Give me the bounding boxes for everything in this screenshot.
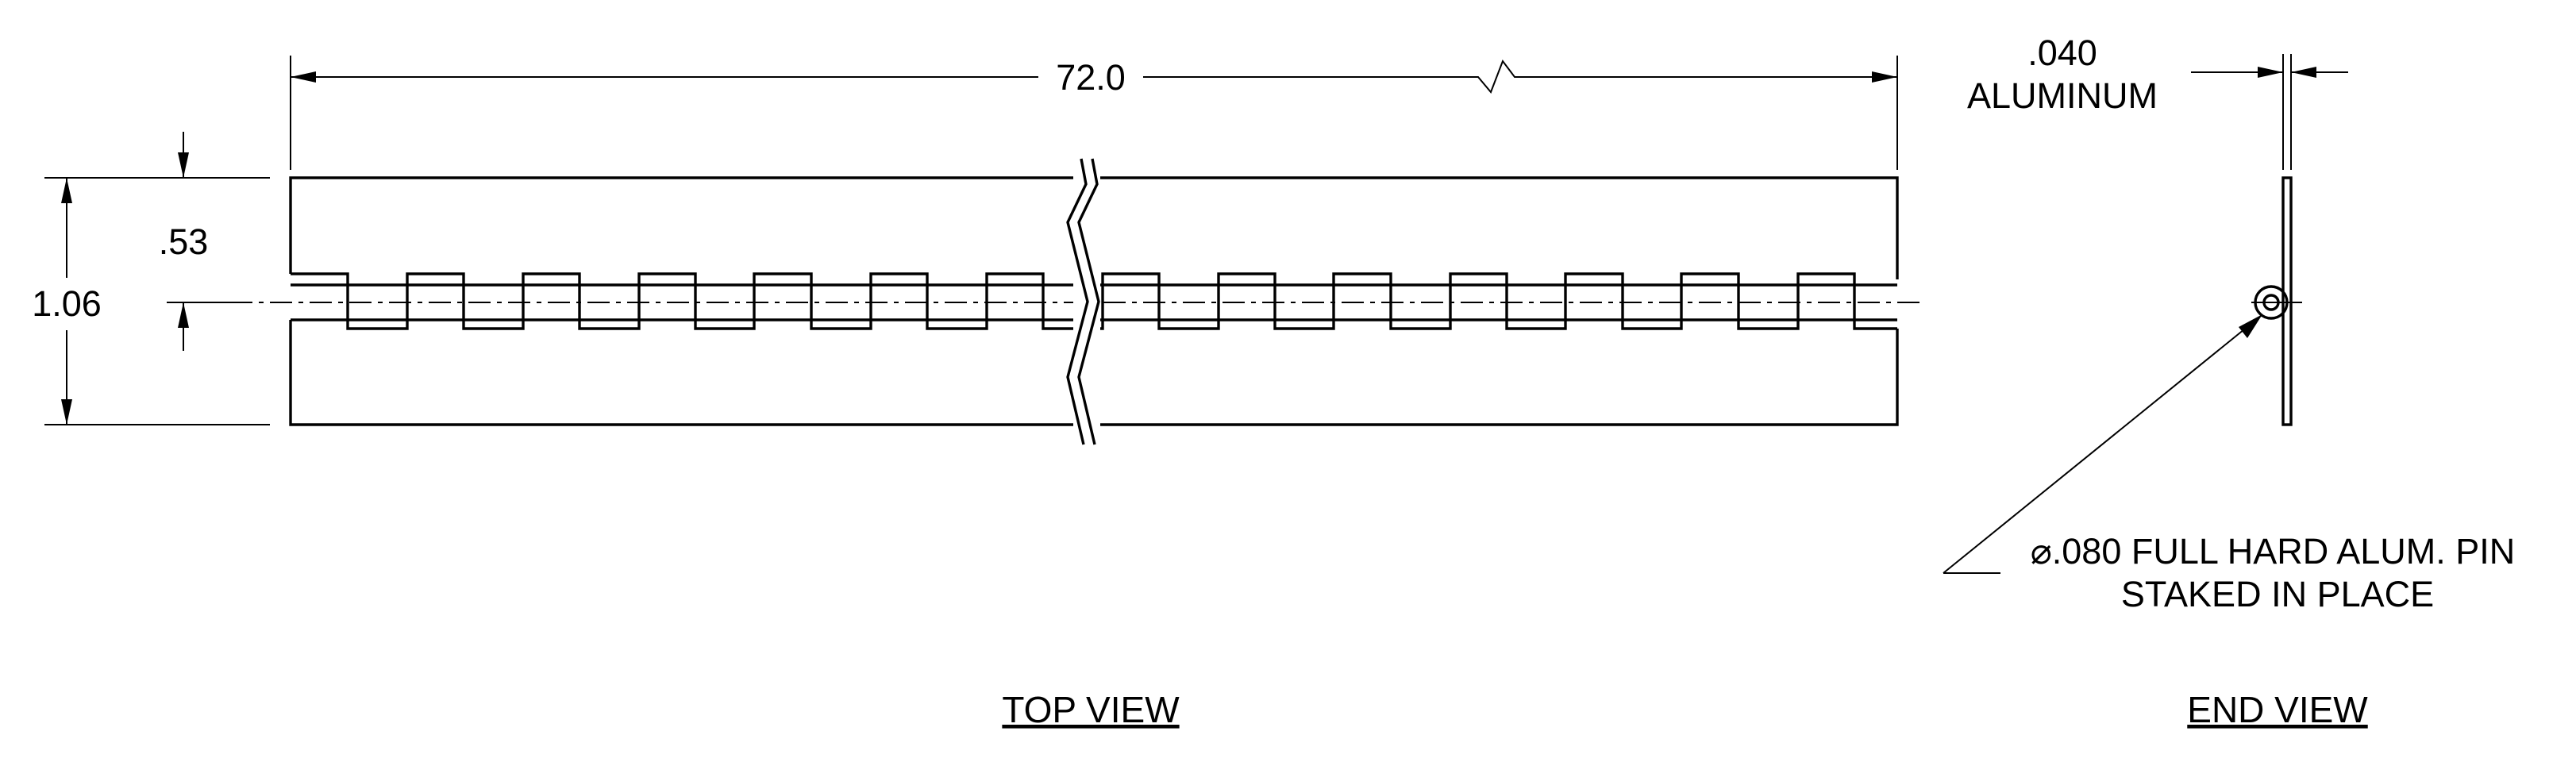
break-line-left: [1066, 158, 1089, 445]
length-arrow-left: [291, 71, 316, 83]
material-label: ALUMINUM: [1967, 75, 2158, 116]
break-line-right: [1077, 158, 1100, 445]
length-arrow-right: [1872, 71, 1897, 83]
pin-note-line-2: STAKED IN PLACE: [2121, 574, 2434, 614]
pin-leader-arrow: [2239, 314, 2262, 338]
end-view-leaf: [2281, 176, 2293, 426]
half-width-dim-label: .53: [159, 221, 209, 262]
thickness-arrow-left: [2258, 67, 2283, 78]
end-view-title: END VIEW: [2187, 689, 2368, 730]
width-dim-label: 1.06: [32, 283, 102, 324]
length-dim-label: 72.0: [1056, 57, 1126, 98]
half-width-arrow-bottom: [178, 302, 189, 328]
top-view: 72.0 1.06 .53 TOP VIEW: [32, 56, 1921, 730]
thickness-arrow-right: [2291, 67, 2316, 78]
width-arrow-top: [61, 178, 72, 203]
pin-leader-line: [1943, 315, 2262, 574]
half-width-arrow-top: [178, 152, 189, 178]
pin-note-line-1: ⌀.080 FULL HARD ALUM. PIN: [2031, 531, 2516, 572]
length-dim-line-right: [1143, 59, 1897, 94]
top-view-title: TOP VIEW: [1002, 689, 1180, 730]
thickness-dim-label: .040: [2027, 33, 2097, 73]
width-arrow-bottom: [61, 399, 72, 425]
end-view: .040 ALUMINUM ⌀.080 FULL HARD ALUM. PIN …: [1943, 33, 2515, 730]
